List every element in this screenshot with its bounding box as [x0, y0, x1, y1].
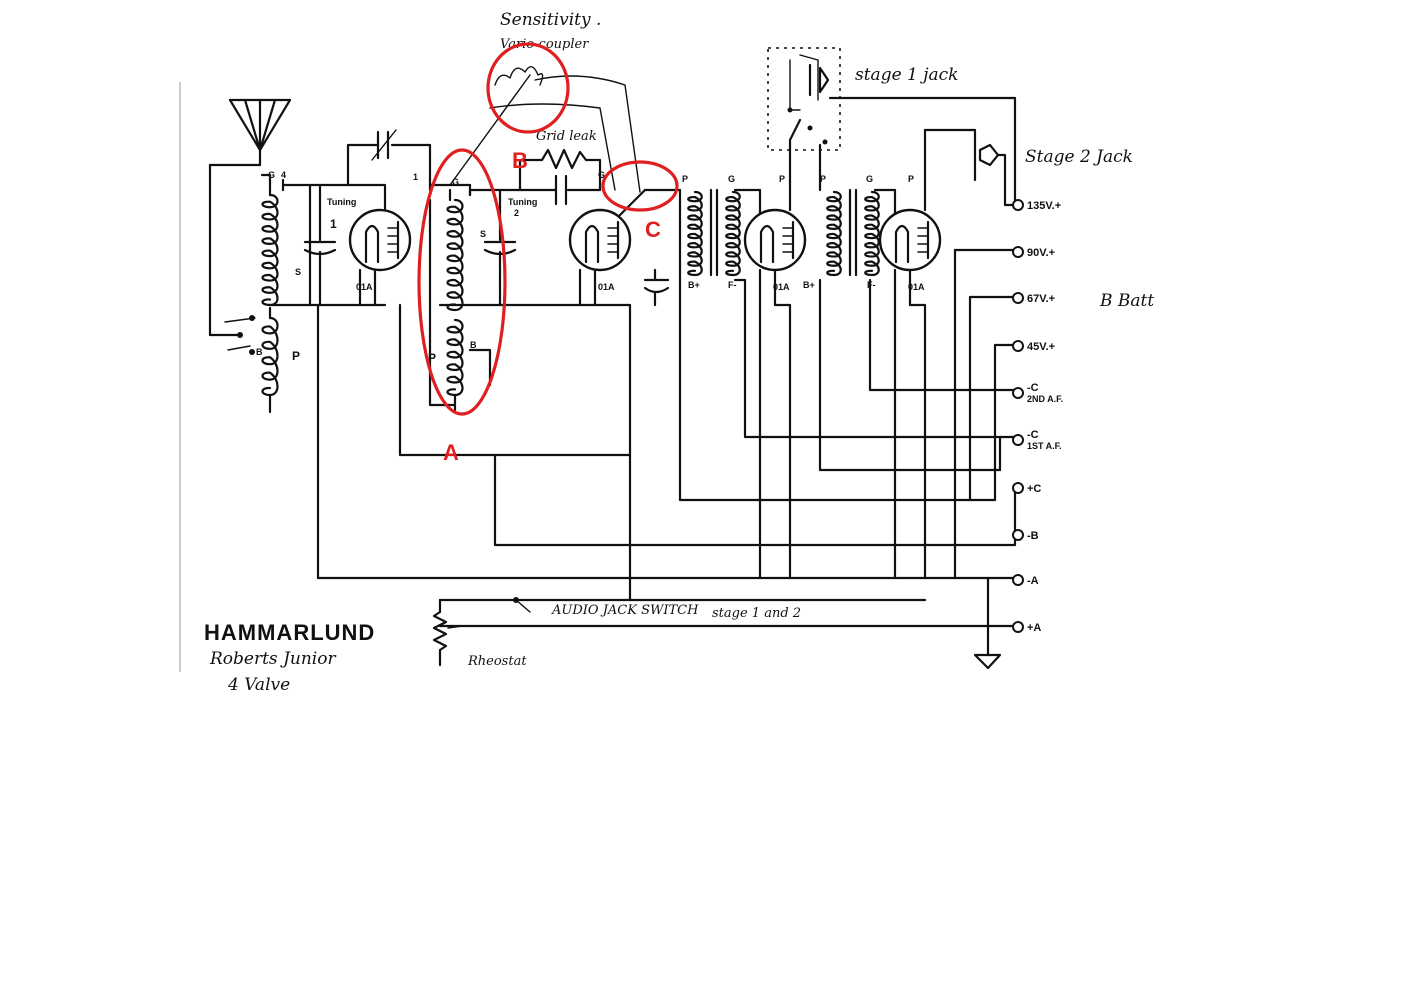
marker-c: C: [645, 217, 661, 242]
grid-leak-resistor: [518, 148, 602, 206]
filament-bus: [398, 303, 632, 457]
stage-2-jack-label: Stage 2 Jack: [1025, 147, 1133, 167]
tuning-1-number: 1: [330, 217, 337, 231]
marker-a: A: [443, 440, 459, 465]
vacuum-tube-2: [568, 188, 647, 307]
tuning-capacitor-1: [303, 183, 337, 307]
annotation-circle-c: [601, 160, 679, 212]
terminal-label: +A: [1027, 622, 1041, 634]
terminal-label: -C: [1027, 429, 1039, 441]
vacuum-tube-3: [743, 208, 807, 307]
b-batt-label: B Batt: [1099, 291, 1154, 311]
model-line-1: Roberts Junior: [209, 649, 336, 669]
terminal-label: -A: [1027, 575, 1039, 587]
pin-bplus-t1: B+: [688, 280, 700, 290]
tuning-2-label: Tuning: [508, 197, 537, 207]
annotation-markers: [417, 42, 679, 416]
tuning-2-number: 2: [514, 208, 519, 218]
tube-2-type: 01A: [598, 282, 615, 292]
model-line-2: 4 Valve: [227, 675, 290, 695]
pin-p-t1: P: [682, 174, 688, 184]
tuning-capacitor-2: [483, 188, 517, 307]
tuning-1-label: Tuning: [327, 197, 356, 207]
annotation-circle-b: [486, 42, 570, 134]
terminal-label: 45V.+: [1027, 341, 1055, 353]
vario-coupler-label: Vario-coupler: [500, 37, 589, 52]
antenna-coupler: [208, 178, 285, 414]
marker-b: B: [512, 148, 528, 173]
terminal-sublabel: 1ST A.F.: [1027, 441, 1062, 451]
brand-name: HAMMARLUND: [204, 620, 375, 645]
antenna-symbol: [208, 98, 292, 337]
pin-fminus-t2: F-: [867, 280, 876, 290]
terminal-post: [1012, 340, 1024, 352]
af-transformer-1: [687, 188, 741, 277]
pin-g-1: G: [268, 170, 275, 180]
annotation-circle-a: [417, 148, 507, 416]
stage-2-jack: [963, 128, 1017, 207]
tube-1-type: 01A: [356, 282, 373, 292]
pin-fminus-t1: F-: [728, 280, 737, 290]
terminal-label: 67V.+: [1027, 293, 1055, 305]
pin-b-2: B: [470, 340, 477, 350]
terminal-post: [1012, 387, 1024, 399]
vario-coupler-sketch: [449, 66, 641, 193]
vacuum-tube-4: [878, 208, 942, 307]
terminal-post: [1012, 621, 1024, 633]
pin-p-4: P: [908, 174, 914, 184]
stage-1-jack-label: stage 1 jack: [855, 65, 959, 85]
terminal-post: [1012, 292, 1024, 304]
pin-p-3: P: [779, 174, 785, 184]
af-transformer-2: [826, 188, 880, 277]
svg-text:4: 4: [281, 170, 286, 180]
terminal-label: -B: [1027, 530, 1039, 542]
terminal-post: [1012, 574, 1024, 586]
stage-1-and-2-label: stage 1 and 2: [712, 606, 801, 621]
terminal-label: +C: [1027, 483, 1041, 495]
interstage-coupler: [428, 183, 522, 412]
pin-b-1: B: [256, 347, 263, 357]
terminal-post: [1012, 434, 1024, 446]
coil-s-label-1: S: [295, 267, 301, 277]
terminal-post: [1012, 246, 1024, 258]
rheostat-label: Rheostat: [467, 654, 527, 669]
pin-g-2: G: [452, 177, 459, 187]
pin-bplus-t2: B+: [803, 280, 815, 290]
terminal-label: -C: [1027, 382, 1039, 394]
terminal-label: 135V.+: [1027, 200, 1061, 212]
grid-leak-label: Grid leak: [536, 129, 597, 144]
coil-s-label-2: S: [480, 229, 486, 239]
pin-g-3: G: [598, 170, 605, 180]
terminal-post: [1012, 529, 1024, 541]
variable-capacitor-top: [346, 129, 432, 192]
coil-p-label-1: P: [292, 349, 300, 363]
stage-1-jack: [767, 47, 1017, 202]
rheostat: [432, 598, 463, 667]
coil-p-label-2: P: [428, 351, 436, 365]
pin-p-t2: P: [820, 174, 826, 184]
audio-jack-switch: [513, 597, 531, 613]
vacuum-tube-1: [348, 208, 412, 307]
pin-g-t1: G: [728, 174, 735, 184]
svg-text:1: 1: [413, 172, 418, 182]
pin-g-t2: G: [866, 174, 873, 184]
tube-3-type: 01A: [773, 282, 790, 292]
terminal-sublabel: 2ND A.F.: [1027, 394, 1063, 404]
terminal-label: 90V.+: [1027, 247, 1055, 259]
terminal-post: [1012, 482, 1024, 494]
sensitivity-label: Sensitivity .: [500, 10, 601, 30]
tube-4-type: 01A: [908, 282, 925, 292]
terminal-post: [1012, 199, 1024, 211]
audio-jack-switch-label: AUDIO JACK SWITCH: [551, 603, 699, 618]
